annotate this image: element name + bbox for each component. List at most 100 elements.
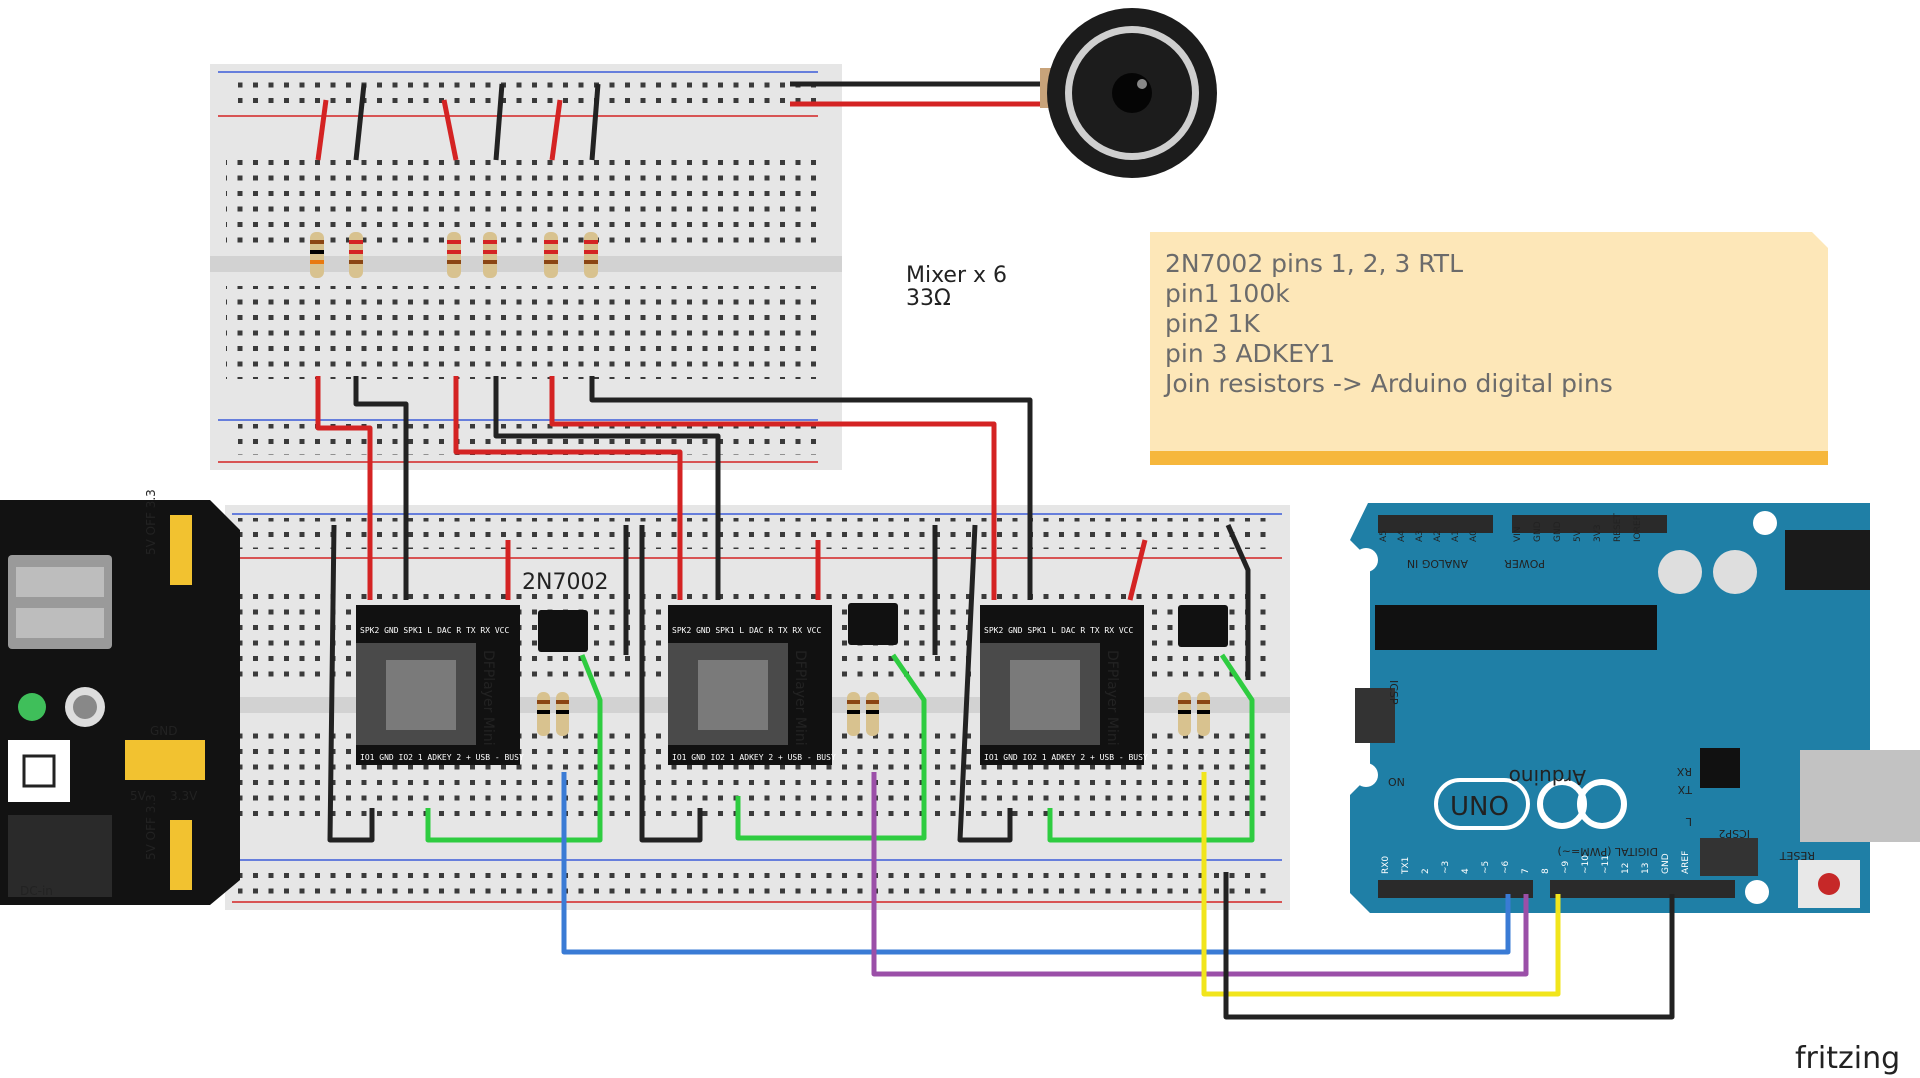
resistor-4 bbox=[483, 232, 497, 278]
transistor-resistors bbox=[537, 692, 1210, 736]
note-card: 2N7002 pins 1, 2, 3 RTL pin1 100k pin2 1… bbox=[1150, 232, 1828, 465]
transistor-label: 2N7002 bbox=[522, 570, 608, 595]
wire-signal-blue bbox=[561, 772, 1511, 955]
arduino-tx-label: TX bbox=[1677, 783, 1693, 796]
pin-label-d-13: 13 bbox=[1641, 863, 1651, 874]
pin-label-d-7: 7 bbox=[1521, 868, 1531, 874]
dc-jack bbox=[8, 815, 112, 897]
note-line-5: Join resistors -> Arduino digital pins bbox=[1163, 369, 1613, 398]
wire-top-black-1 bbox=[353, 83, 367, 161]
pin-label-5v: 5V bbox=[1573, 529, 1583, 542]
arduino-l-label: L bbox=[1685, 815, 1692, 828]
dfplayer-3: SPK2 GND SPK1 L DAC R TX RX VCC IO1 GND … bbox=[980, 605, 1148, 765]
arduino-analog-label: ANALOG IN bbox=[1407, 557, 1468, 570]
arduino-model: UNO bbox=[1450, 792, 1509, 822]
power-led bbox=[18, 693, 46, 721]
mixer-label: Mixer x 6 bbox=[906, 263, 1007, 288]
resistor-5 bbox=[544, 232, 558, 278]
pin-label-d-12: 12 bbox=[1621, 863, 1631, 874]
dfplayer-2-bottom-pins: IO1 GND IO2 1 ADKEY 2 + USB - BUSY bbox=[672, 753, 836, 762]
resistor-2 bbox=[349, 232, 363, 278]
arduino-uno: UNO Arduino DIGITAL (PWM=~) ANALOG IN PO… bbox=[1350, 503, 1920, 913]
arduino-reset-label: RESET bbox=[1779, 849, 1815, 862]
arduino-digital-label: DIGITAL (PWM=~) bbox=[1557, 845, 1658, 858]
icsp-header bbox=[1355, 688, 1395, 743]
pin-label-gnd-2: GND bbox=[1553, 521, 1563, 542]
wire-mix-black-3 bbox=[589, 376, 1033, 600]
pin-label-d-4: 4 bbox=[1461, 868, 1471, 874]
arduino-rx-label: RX bbox=[1676, 765, 1692, 778]
resistor-6 bbox=[584, 232, 598, 278]
fritzing-logo: fritzing bbox=[1795, 1041, 1900, 1076]
wire-top-black-2 bbox=[493, 83, 505, 161]
wire-mix-black-2 bbox=[493, 376, 721, 600]
wire-gnd-1 bbox=[327, 524, 375, 843]
wire-signal-yellow bbox=[1201, 772, 1561, 997]
wire-gnd-3 bbox=[639, 525, 703, 843]
pin-label-3v3: 3V3 bbox=[1593, 524, 1603, 542]
arduino-logo bbox=[1434, 778, 1627, 830]
arduino-power-pin-labels: VIN GND GND 5V 3V3 RESET IOREF bbox=[1513, 513, 1643, 542]
arduino-brand: Arduino bbox=[1509, 765, 1586, 789]
pin-label-d-0: RX0 bbox=[1381, 856, 1391, 874]
wire-busy-3 bbox=[1047, 653, 1255, 843]
pin-label-d-9: ~9 bbox=[1561, 860, 1571, 874]
wire-mix-red-1 bbox=[315, 376, 373, 600]
pin-label-ioref: IOREF bbox=[1633, 515, 1643, 542]
arduino-power-label: POWER bbox=[1504, 557, 1545, 570]
pin-label-a2: A2 bbox=[1433, 530, 1443, 542]
transistor-2n7002-3 bbox=[1178, 605, 1228, 647]
dfplayer-3-name: DFPlayer Mini bbox=[1104, 650, 1120, 746]
pin-label-d-1: TX1 bbox=[1401, 857, 1411, 875]
pin-label-d-5: ~5 bbox=[1481, 861, 1491, 874]
dc-in-label: DC-in bbox=[20, 884, 53, 898]
wire-vcc-3 bbox=[1127, 539, 1148, 601]
pin-label-d-14: GND bbox=[1661, 853, 1671, 874]
pin-label-d-10: ~10 bbox=[1581, 855, 1591, 874]
wire-gnd-6 bbox=[1225, 523, 1251, 680]
note-line-4: pin 3 ADKEY1 bbox=[1165, 339, 1335, 368]
dfplayer-1-name: DFPlayer Mini bbox=[480, 650, 496, 746]
wire-gnd-arduino bbox=[1223, 872, 1675, 1020]
pin-label-a4: A4 bbox=[1397, 530, 1407, 542]
wire-gnd-5 bbox=[957, 524, 1013, 843]
note-line-1: 2N7002 pins 1, 2, 3 RTL bbox=[1165, 249, 1463, 278]
pin-label-reset: RESET bbox=[1613, 513, 1623, 542]
arduino-icsp-label: ICSP bbox=[1387, 680, 1400, 705]
rail-5v-label: 5V bbox=[130, 789, 147, 803]
note-line-3: pin2 1K bbox=[1165, 309, 1260, 338]
wire-mix-black-1 bbox=[353, 376, 409, 600]
wire-top-black-3 bbox=[589, 83, 601, 161]
dfplayer-3-bottom-pins: IO1 GND IO2 1 ADKEY 2 + USB - BUSY bbox=[984, 753, 1148, 762]
wire-top-red-3 bbox=[549, 99, 563, 161]
wire-signal-purple bbox=[871, 772, 1529, 977]
jumper-bottom[interactable] bbox=[170, 820, 192, 890]
wire-busy-2 bbox=[735, 653, 927, 841]
pin-label-a0: A0 bbox=[1469, 530, 1479, 542]
atmega-chip bbox=[1375, 605, 1657, 650]
pin-label-d-8: 8 bbox=[1541, 868, 1551, 874]
icsp2-header bbox=[1700, 838, 1758, 876]
mixer-resistors bbox=[310, 232, 598, 278]
pin-label-gnd-1: GND bbox=[1533, 521, 1543, 542]
jumper-top[interactable] bbox=[170, 515, 192, 585]
top-breadboard bbox=[210, 64, 842, 470]
arduino-on-label: ON bbox=[1388, 776, 1405, 789]
mixer-value: 33Ω bbox=[906, 286, 951, 311]
transistor-2n7002-2 bbox=[848, 603, 898, 645]
jumper-top-label: 5V OFF 3.3 bbox=[144, 489, 158, 555]
dfplayer-1: SPK2 GND SPK1 L DAC R TX RX VCC IO1 GND … bbox=[356, 605, 524, 765]
pin-label-d-2: 2 bbox=[1421, 868, 1431, 874]
pin-label-d-11: ~11 bbox=[1601, 855, 1611, 874]
pin-label-d-6: ~6 bbox=[1501, 860, 1511, 874]
dfplayer-1-bottom-pins: IO1 GND IO2 1 ADKEY 2 + USB - BUSY bbox=[360, 753, 524, 762]
arduino-analog-pin-labels: A5 A4 A3 A2 A1 A0 bbox=[1379, 530, 1479, 542]
wire-top-red-1 bbox=[315, 99, 329, 161]
dfplayer-2-name: DFPlayer Mini bbox=[792, 650, 808, 746]
dfplayer-2: SPK2 GND SPK1 L DAC R TX RX VCC IO1 GND … bbox=[668, 605, 836, 765]
wire-busy-1 bbox=[425, 654, 603, 843]
breadboard-power-module: 5V OFF 3.3 5V OFF 3.3 GND 5V 3.3V DC-in bbox=[0, 489, 240, 905]
usb-b-port bbox=[1800, 750, 1920, 842]
pin-label-a5: A5 bbox=[1379, 530, 1389, 542]
